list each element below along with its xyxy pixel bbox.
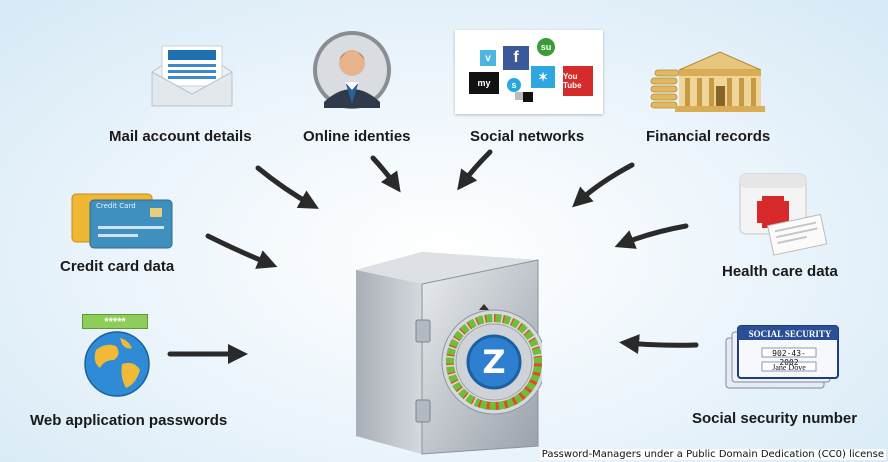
label-health: Health care data — [722, 263, 838, 280]
vimeo-icon: v — [480, 50, 496, 66]
label-identities: Online identies — [303, 128, 411, 145]
black-square-icon — [523, 92, 533, 102]
license-caption: Password-Managers under a Public Domain … — [539, 449, 886, 460]
label-web: Web application passwords — [30, 412, 228, 429]
grey-square-icon — [515, 92, 523, 100]
twitter-icon: ✶ — [531, 66, 555, 88]
arrow-health — [614, 223, 689, 249]
safe-icon — [356, 252, 542, 455]
ssn-card-number: 902-43-2002 — [772, 349, 806, 367]
arrow-social — [457, 149, 493, 191]
medical-kit-icon — [739, 173, 828, 256]
globe-icon — [84, 331, 150, 397]
mail-envelope-icon — [151, 45, 233, 107]
arrow-identities — [370, 155, 401, 193]
youtube-icon: You Tube — [563, 66, 593, 96]
label-credit: Credit card data — [60, 258, 175, 275]
label-mail: Mail account details — [109, 128, 252, 145]
credit-card-icon — [71, 193, 173, 249]
arrow-financial — [572, 162, 635, 208]
ssn-card-header: SOCIAL SECURITY — [748, 329, 832, 339]
password-stars-field: ***** — [82, 314, 148, 329]
skype-icon: s — [507, 78, 521, 92]
facebook-icon: f — [503, 46, 529, 70]
label-ssn: Social security number — [692, 410, 858, 427]
safe-dial-letter: Z — [482, 343, 506, 381]
myspace-icon: my — [469, 72, 499, 94]
credit-card-title: Credit Card — [96, 202, 136, 210]
bank-building-icon — [650, 51, 765, 112]
label-financial: Financial records — [646, 128, 771, 145]
avatar-user-icon — [313, 31, 391, 109]
social-networks-card: v f su my s ✶ You Tube — [455, 30, 603, 114]
arrow-ssn — [619, 334, 699, 355]
ssn-card-name: Jane Dove — [772, 363, 806, 372]
arrow-credit — [205, 233, 278, 269]
label-social: Social networks — [470, 128, 585, 145]
ssn-card-icon — [725, 325, 839, 389]
stumbleupon-icon: su — [537, 38, 555, 56]
arrow-mail — [255, 165, 319, 209]
